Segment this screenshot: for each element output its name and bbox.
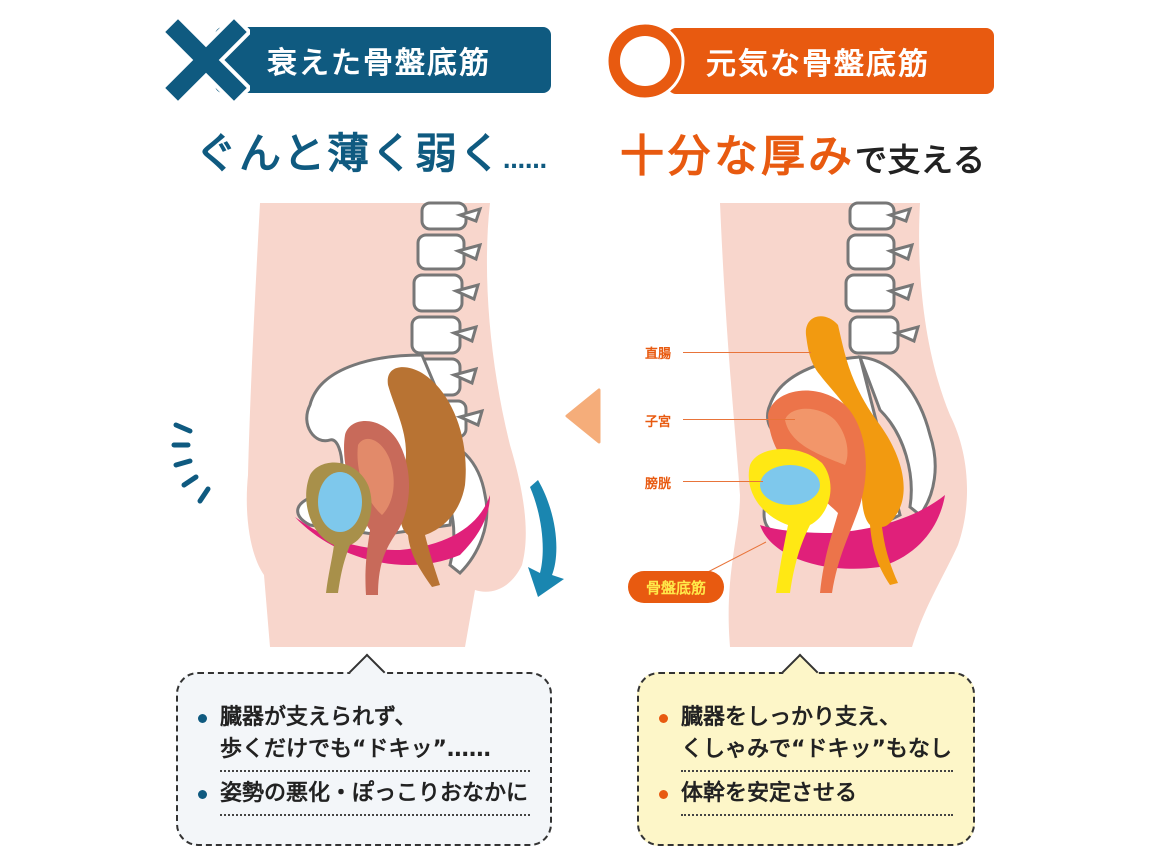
healthy-subtitle-rest: で支える	[855, 141, 987, 179]
compare-arrow-icon	[565, 388, 601, 444]
weak-subtitle: ぐんと薄く弱く……	[195, 120, 547, 181]
label-pelvic-floor: 骨盤底筋	[628, 571, 724, 603]
healthy-pelvic-floor-header: 元気な骨盤底筋	[668, 28, 994, 94]
weak-pelvic-floor-header: 衰えた骨盤底筋	[215, 27, 551, 93]
bullet-icon	[659, 714, 668, 723]
healthy-point-1: 臓器をしっかり支え、 くしゃみで“ドキッ”もなし	[659, 702, 953, 772]
spine	[844, 201, 937, 518]
bladder-urine	[318, 472, 362, 532]
healthy-point-1-line1: 臓器をしっかり支え、	[681, 705, 902, 730]
x-mark-icon	[162, 16, 250, 104]
callout-notch	[781, 653, 819, 691]
healthy-callout: 臓器をしっかり支え、 くしゃみで“ドキッ”もなし 体幹を安定させる	[637, 653, 975, 846]
bladder-urine	[760, 465, 820, 505]
pelvic-floor-muscle	[760, 495, 945, 569]
healthy-point-2: 体幹を安定させる	[659, 778, 953, 816]
leader-bladder	[683, 481, 763, 482]
dotted-divider	[220, 814, 530, 816]
weak-subtitle-main: ぐんと薄く弱く	[195, 129, 504, 178]
weak-pelvis-illustration	[171, 201, 564, 647]
dotted-divider	[681, 814, 953, 816]
dotted-divider	[220, 770, 530, 772]
healthy-point-1-line2: くしゃみで“ドキッ”もなし	[681, 737, 952, 762]
weak-point-1-line2: 歩くだけでも“ドキッ”……	[220, 737, 491, 762]
bullet-icon	[659, 790, 668, 799]
healthy-subtitle: 十分な厚みで支える	[620, 120, 986, 184]
weak-header-title: 衰えた骨盤底筋	[267, 46, 491, 81]
weak-point-1: 臓器が支えられず、 歩くだけでも“ドキッ”……	[198, 702, 530, 772]
healthy-subtitle-emphasis: 十分な厚み	[620, 131, 855, 182]
rectum	[387, 367, 466, 587]
leader-uterus	[683, 419, 795, 420]
leader-rectum	[683, 352, 811, 353]
weak-subtitle-ellipsis: ……	[503, 149, 548, 174]
dotted-divider	[681, 770, 953, 772]
weak-point-2-line1: 姿勢の悪化・ぽっこりおなかに	[220, 781, 529, 806]
leader-pelvic-floor	[703, 541, 767, 575]
healthy-pelvis-illustration	[720, 201, 968, 647]
label-rectum: 直腸	[645, 347, 672, 362]
label-bladder: 膀胱	[645, 477, 672, 492]
circle-mark-icon	[605, 21, 685, 101]
weak-callout: 臓器が支えられず、 歩くだけでも“ドキッ”…… 姿勢の悪化・ぽっこりおなかに	[176, 653, 552, 846]
callout-notch	[348, 653, 386, 691]
weak-point-2: 姿勢の悪化・ぽっこりおなかに	[198, 778, 530, 816]
sagging-arrow-icon	[528, 480, 564, 597]
weak-point-1-line1: 臓器が支えられず、	[220, 705, 417, 730]
rectum	[805, 316, 904, 585]
bullet-icon	[198, 790, 207, 799]
bullet-icon	[198, 714, 207, 723]
healthy-header-title: 元気な骨盤底筋	[706, 47, 930, 82]
healthy-point-2-line1: 体幹を安定させる	[681, 781, 858, 806]
shake-lines-icon	[171, 422, 211, 504]
label-uterus: 子宮	[645, 415, 672, 430]
